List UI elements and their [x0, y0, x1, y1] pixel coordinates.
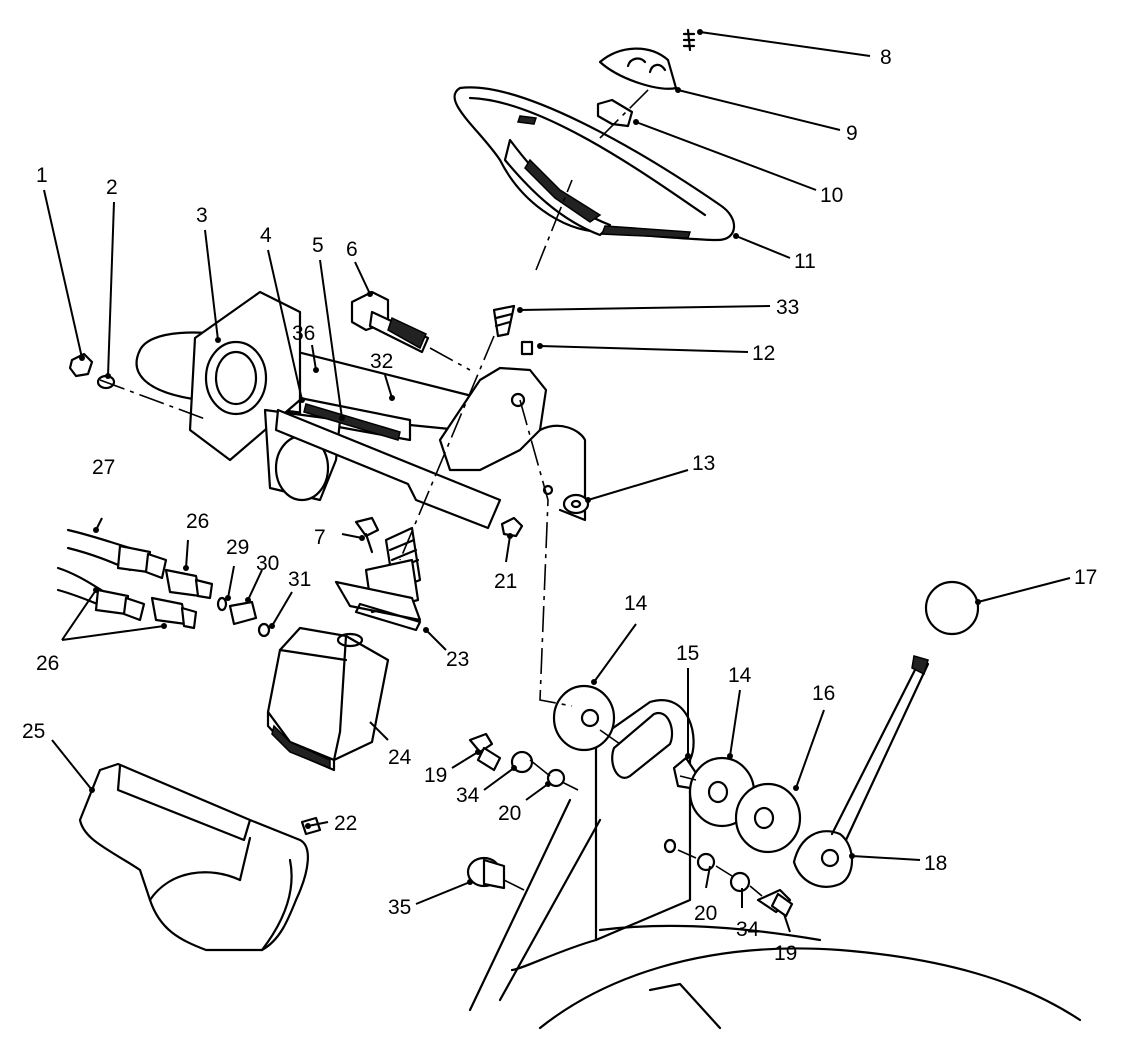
bolt	[756, 888, 794, 918]
callout-25: 25	[22, 720, 45, 743]
callout-8: 8	[880, 46, 892, 69]
steering-wheel	[453, 86, 736, 242]
callout-11: 11	[794, 250, 816, 273]
bolt	[354, 516, 380, 554]
callout-6: 6	[346, 238, 358, 261]
screw	[682, 28, 696, 52]
callout-34-right: 34	[736, 918, 760, 941]
callout-13: 13	[692, 452, 715, 475]
centerlines	[99, 87, 763, 897]
fitting	[500, 516, 524, 538]
o-ring	[216, 596, 228, 612]
callout-24: 24	[388, 746, 412, 769]
bolt	[350, 290, 430, 354]
washer	[562, 493, 590, 515]
callout-23: 23	[446, 648, 469, 671]
lower-shroud	[78, 762, 309, 952]
leader-dots	[79, 29, 981, 885]
nut	[596, 98, 634, 128]
callout-3: 3	[196, 204, 208, 227]
callout-17: 17	[1074, 566, 1097, 589]
callout-7: 7	[314, 526, 326, 549]
hole	[663, 838, 677, 854]
callout-19-left: 19	[424, 764, 447, 787]
pedal-bracket	[552, 655, 930, 942]
hub-cap	[598, 47, 678, 90]
washer	[729, 871, 751, 893]
callout-2: 2	[106, 176, 118, 199]
callout-20-right: 20	[694, 902, 717, 925]
spacer	[546, 768, 566, 788]
plug	[68, 352, 94, 378]
bushing	[466, 856, 506, 890]
callout-27: 27	[92, 456, 115, 479]
callout-1: 1	[36, 164, 48, 187]
ball-knob	[924, 580, 980, 636]
callout-20-left: 20	[498, 802, 521, 825]
callout-35: 35	[388, 896, 411, 919]
callout-26-lower: 26	[36, 652, 59, 675]
callout-21: 21	[494, 570, 517, 593]
callout-9: 9	[846, 122, 858, 145]
adapter-fitting	[228, 600, 258, 626]
callout-26-upper: 26	[186, 510, 209, 533]
callout-14-left: 14	[624, 592, 648, 615]
callout-4: 4	[260, 224, 272, 247]
callout-29: 29	[226, 536, 249, 559]
leader-lines	[43, 31, 1071, 933]
callout-30: 30	[256, 552, 279, 575]
hydraulic-hoses	[56, 528, 214, 630]
callout-10: 10	[820, 184, 843, 207]
bolt	[492, 304, 516, 338]
callout-12: 12	[752, 342, 775, 365]
small-clip	[520, 340, 534, 356]
callout-16: 16	[812, 682, 835, 705]
callout-15: 15	[676, 642, 699, 665]
callout-14-right: 14	[728, 664, 752, 687]
callout-18: 18	[924, 852, 947, 875]
steering-bracket	[188, 290, 587, 530]
o-ring	[257, 622, 271, 638]
callout-31: 31	[288, 568, 311, 591]
callout-22: 22	[334, 812, 357, 835]
callout-labels: 1 2 3 4 5 6 7 8 9 10 11 12 13 14 14 15 1…	[22, 46, 1097, 965]
callout-5: 5	[312, 234, 324, 257]
callout-36: 36	[292, 322, 315, 345]
steering-control-unit	[266, 626, 390, 772]
frame-outline	[468, 798, 1082, 1030]
steering-column	[334, 526, 422, 632]
bolt	[468, 732, 502, 772]
callout-32: 32	[370, 350, 393, 373]
callout-33: 33	[776, 296, 799, 319]
spacer	[696, 852, 716, 872]
callout-34-left: 34	[456, 784, 480, 807]
callout-19-right: 19	[774, 942, 797, 965]
